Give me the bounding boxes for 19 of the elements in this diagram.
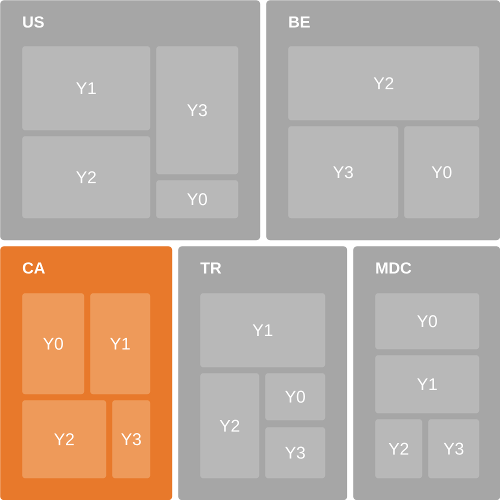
cell-box: Y0 <box>404 126 480 218</box>
cell-box: Y1 <box>22 46 150 130</box>
cell-box: Y2 <box>288 46 480 120</box>
cell-box: Y2 <box>200 373 260 478</box>
cell-box: Y3 <box>112 400 150 478</box>
cell-box: Y2 <box>22 136 150 218</box>
cell-box: Y0 <box>156 180 238 218</box>
cell-box: Y1 <box>90 293 150 394</box>
cell-box: Y3 <box>428 419 480 478</box>
cell-box: Y1 <box>200 293 326 368</box>
cell-box: Y2 <box>22 400 106 478</box>
cell-box: Y0 <box>22 293 84 394</box>
cell-box: Y0 <box>265 373 326 420</box>
cell-box: Y1 <box>375 355 480 414</box>
cell-box: Y2 <box>375 419 422 478</box>
cell-box: Y0 <box>375 293 480 350</box>
cell-box: Y3 <box>156 46 238 174</box>
cell-box: Y3 <box>265 427 326 478</box>
cell-box: Y3 <box>288 126 398 218</box>
